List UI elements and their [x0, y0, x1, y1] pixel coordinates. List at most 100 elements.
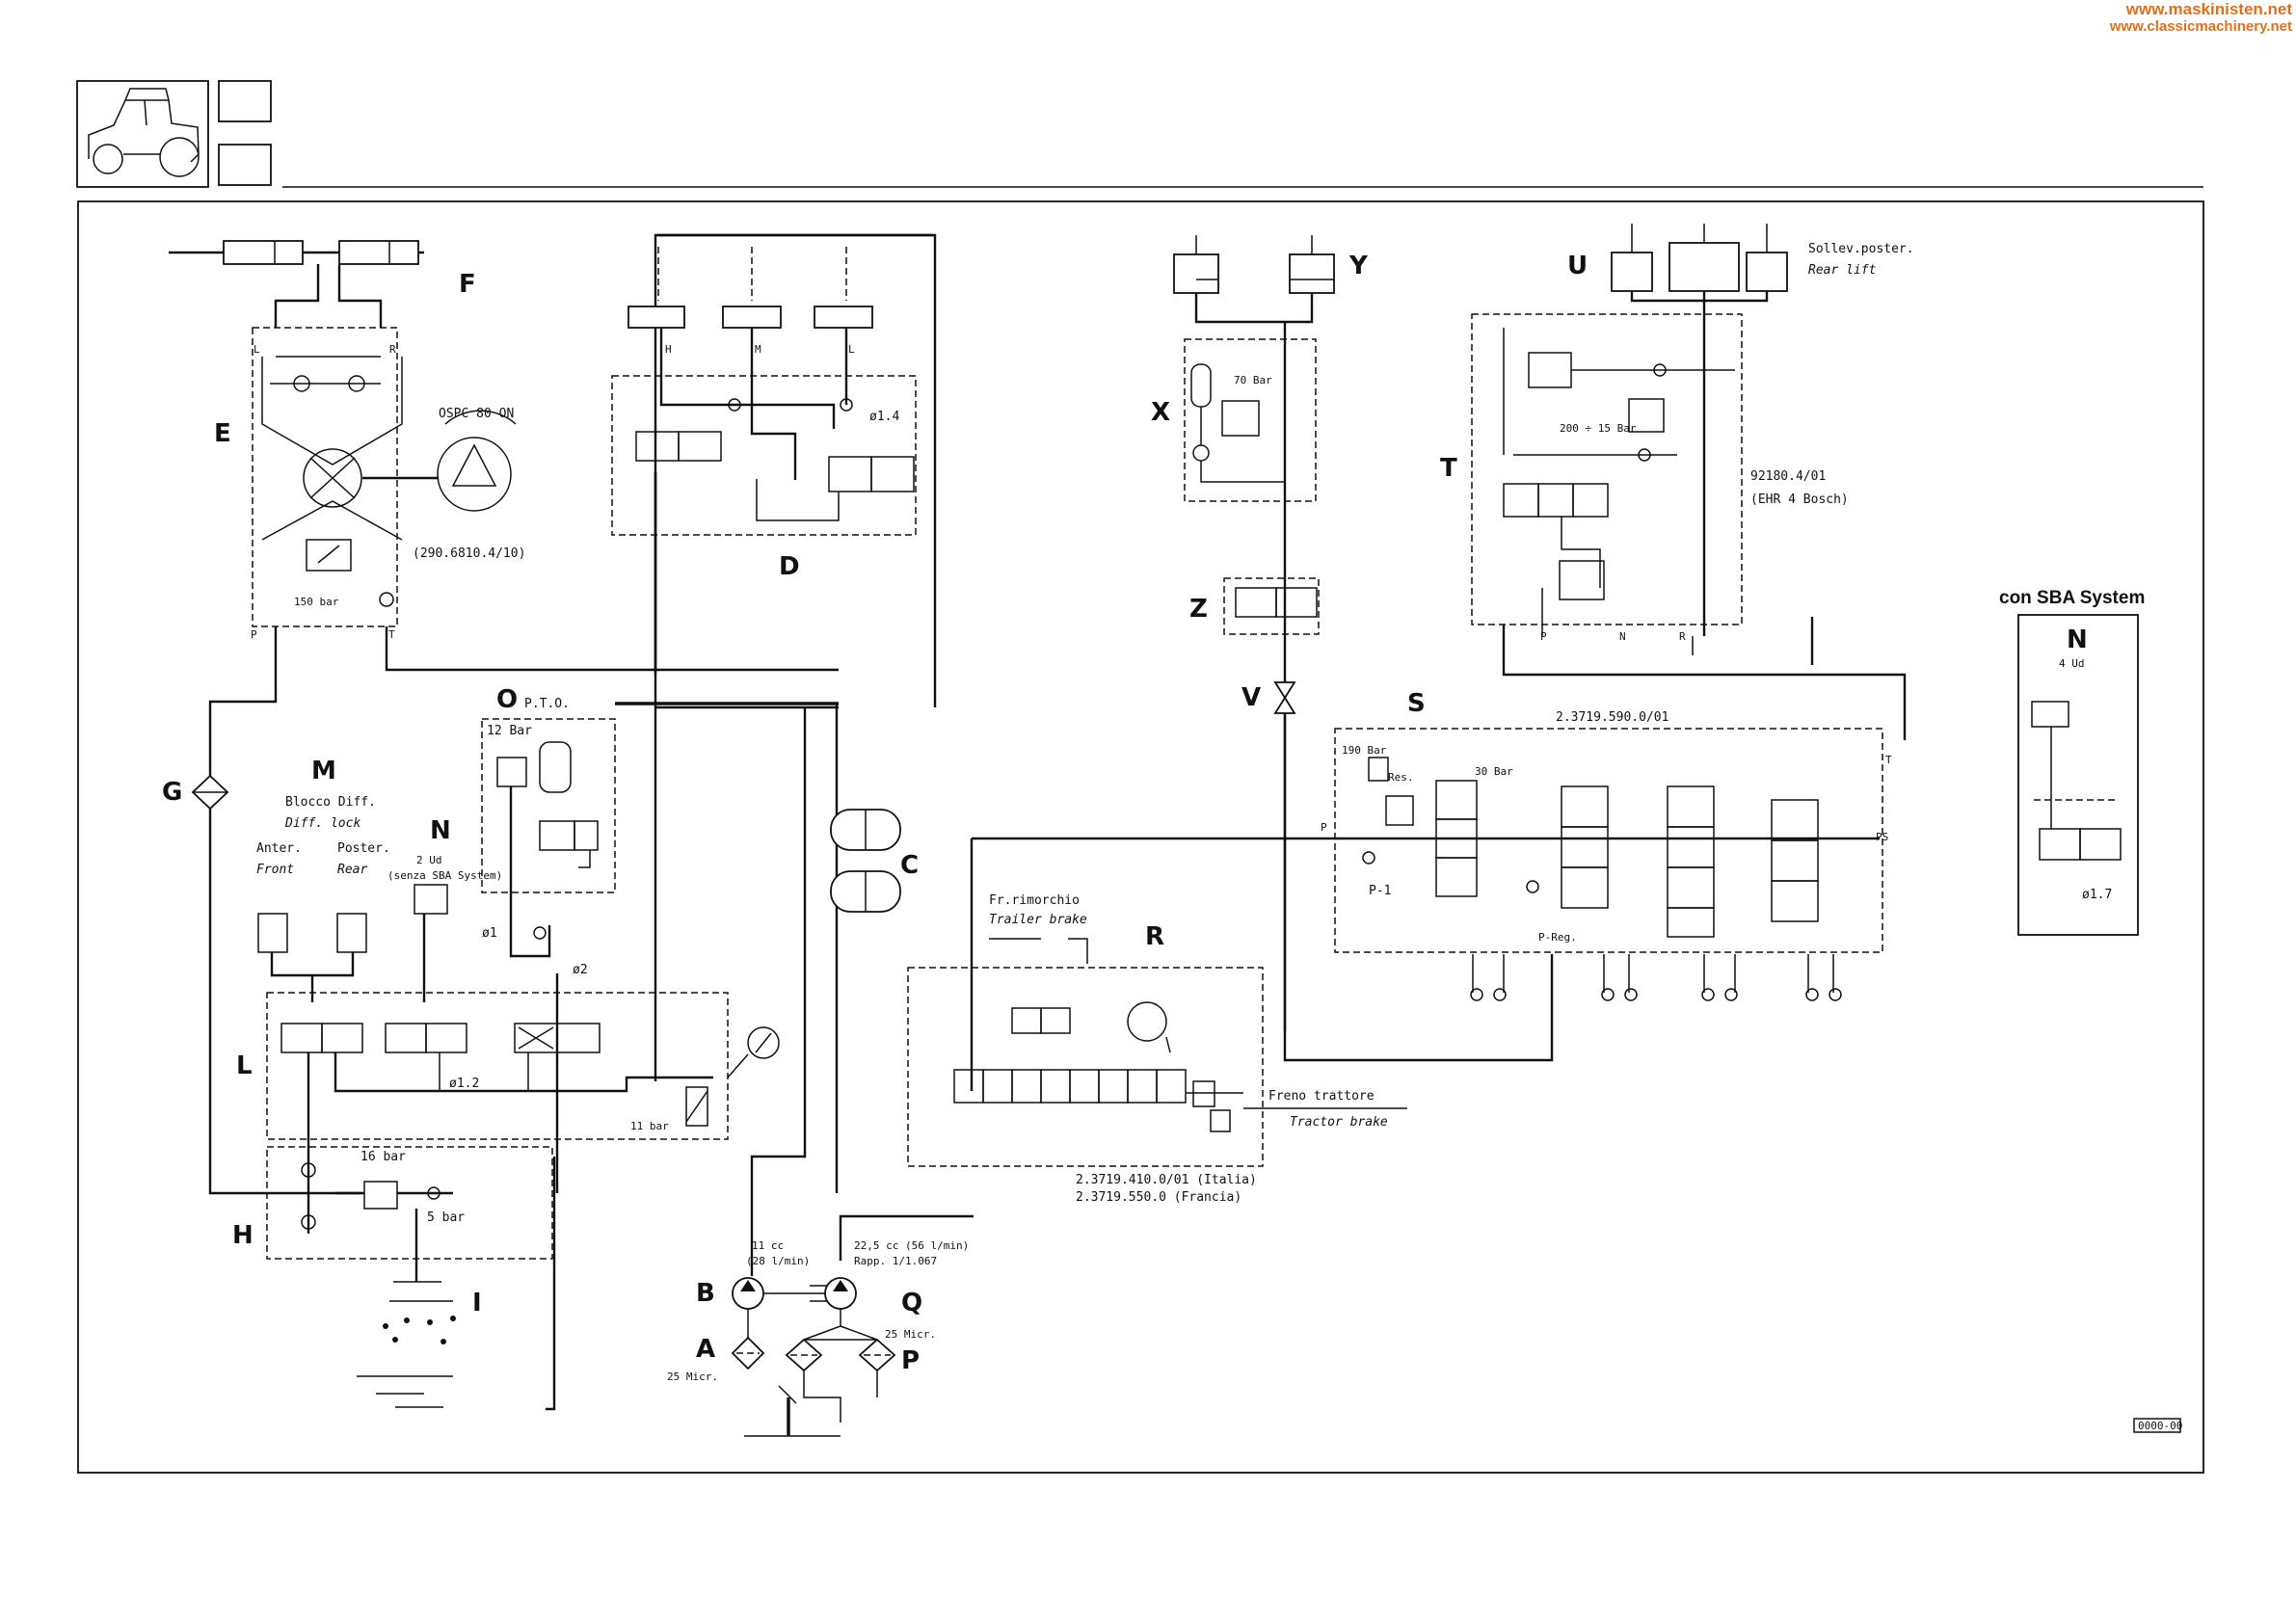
component-m-front-en: Front: [256, 863, 294, 877]
component-m-rear-en: Rear: [337, 863, 367, 877]
component-q-spec-1: 22,5 cc (56 l/min): [854, 1239, 969, 1252]
component-s-p1: P-1: [1369, 884, 1391, 898]
diagram-frame: [77, 200, 2204, 1474]
component-q-label: Q: [901, 1289, 922, 1317]
component-o-pto: P.T.O.: [524, 697, 570, 711]
component-e-port-t: T: [388, 628, 395, 641]
pipes-left: [208, 233, 937, 1195]
component-s-port-p: P: [1321, 821, 1327, 834]
component-y-label: Y: [1348, 252, 1369, 280]
component-m-title: Blocco Diff.: [285, 795, 376, 810]
watermark-line-1[interactable]: www.maskinisten.net: [2125, 0, 2293, 18]
component-r-tractor-en: Tractor brake: [1290, 1115, 1388, 1130]
component-s-port-ps: PS: [1876, 831, 1888, 843]
component-t-label: T: [1440, 454, 1457, 483]
component-t-port-r: R: [1679, 630, 1686, 643]
component-a-label: A: [696, 1335, 715, 1364]
component-o-pto-valve: O P.T.O. 12 Bar ø1 ø2: [481, 685, 616, 977]
component-z-valve: Z: [1189, 577, 1320, 635]
component-e-port-l: L: [254, 343, 260, 356]
component-z-label: Z: [1189, 595, 1208, 624]
tractor-icon: [88, 88, 200, 177]
component-m-front-it: Anter.: [256, 841, 302, 856]
component-e-port-p: P: [251, 628, 257, 641]
component-m-diff-lock: M Blocco Diff. Diff. lock Anter. Front P…: [256, 757, 390, 1002]
component-c-accumulators: C: [830, 809, 919, 913]
component-h-valve-1: 16 bar: [360, 1150, 406, 1164]
pipes-central: [546, 472, 839, 1411]
component-s-p30: 30 Bar: [1475, 765, 1513, 778]
component-r-trailer-en: Trailer brake: [989, 913, 1087, 927]
component-p-filter: 25 Micr.: [885, 1328, 936, 1341]
component-d-port-h: H: [665, 343, 672, 356]
component-s-preg: P-Reg.: [1538, 931, 1577, 944]
sba-title: con SBA System: [1999, 588, 2145, 608]
component-m-subtitle: Diff. lock: [284, 816, 360, 831]
component-e-osp: OSPC 80 ON: [439, 407, 514, 421]
component-e-relief: 150 bar: [294, 596, 339, 608]
sba-letter: N: [2067, 625, 2088, 654]
component-x-pressure: 70 Bar: [1234, 374, 1272, 386]
component-r-part-1: 2.3719.410.0/01 (Italia): [1076, 1173, 1257, 1187]
component-t-part: 92180.4/01: [1750, 469, 1826, 484]
component-l-label: L: [236, 1051, 253, 1080]
drawing-stamp-code: 0000-00: [2138, 1420, 2182, 1432]
watermark-line-2[interactable]: www.classicmachinery.net: [2109, 18, 2292, 35]
component-s-part: 2.3719.590.0/01: [1556, 710, 1669, 725]
component-u-label: U: [1567, 252, 1588, 280]
component-a-filter: 25 Micr.: [667, 1370, 718, 1383]
component-t-port-n: N: [1619, 630, 1626, 643]
component-q-spec-2: Rapp. 1/1.067: [854, 1255, 937, 1267]
component-r-part-2: 2.3719.550.0 (Francia): [1076, 1190, 1241, 1205]
component-d-remote-valves: H M L ø1.4 D: [611, 233, 933, 675]
component-d-port-l: L: [848, 343, 855, 356]
component-m-label: M: [311, 757, 336, 785]
component-u-en: Rear lift: [1808, 263, 1877, 278]
component-g-cooler: G: [162, 774, 229, 811]
component-i-label: I: [472, 1289, 482, 1317]
sba-units: 4 Ud: [2059, 657, 2085, 670]
component-n-diff-lock-valve: N 2 Ud (senza SBA System): [387, 816, 502, 1002]
component-t-lift-valve: T 92180.4/01 (EHR 4 Bosch) 200 ÷ 15 Bar …: [1440, 313, 1849, 655]
component-r-label: R: [1145, 922, 1164, 951]
component-n-label: N: [430, 816, 451, 845]
component-l-relief: 11 bar: [630, 1120, 669, 1132]
component-e-port-r: R: [389, 343, 396, 356]
header: [76, 80, 2203, 188]
sba-system-box: con SBA System N 4 Ud ø1.7: [1999, 588, 2145, 936]
component-u-rear-lift: U Sollev.poster. Rear lift: [1567, 224, 1914, 636]
pumps-and-filters: 11 cc (28 l/min) B 22,5 cc (56 l/min) Ra…: [667, 1214, 974, 1437]
component-c-label: C: [900, 851, 919, 880]
component-o-pressure: 12 Bar: [487, 724, 532, 738]
component-b-spec-2: (28 l/min): [746, 1255, 810, 1267]
drawing-stamp: 0000-00: [2133, 1418, 2182, 1433]
component-d-port-m: M: [755, 343, 761, 356]
component-t-relief: 200 ÷ 15 Bar: [1560, 422, 1637, 435]
component-v-label: V: [1241, 683, 1261, 712]
pipes-right: [1272, 617, 1907, 1062]
sba-restrictor: ø1.7: [2082, 888, 2112, 902]
header-box-1: [218, 80, 272, 122]
component-t-note: (EHR 4 Bosch): [1750, 492, 1849, 507]
component-h-pressure-valves: 16 bar 5 bar H: [232, 1146, 553, 1282]
component-l-valve-bank: ø1.2 11 bar L: [236, 992, 780, 1193]
component-e-steering-unit: L R OSPC 80 ON (290.6810.4/10) 150 bar P…: [214, 327, 525, 641]
component-u-it: Sollev.poster.: [1808, 242, 1914, 256]
header-icon-box: [76, 80, 209, 188]
component-n-units: 2 Ud: [416, 854, 442, 866]
component-i-lubrication: I: [357, 1281, 482, 1408]
component-b-spec-1: 11 cc: [752, 1239, 784, 1252]
component-s-control-valves: S 2.3719.590.0/01 190 Bar 30 Bar Res. P-…: [1321, 689, 1892, 1001]
component-x-label: X: [1151, 398, 1170, 427]
component-t-port-p: P: [1540, 630, 1547, 643]
component-e-part: (290.6810.4/10): [413, 546, 525, 561]
component-d-restrictor: ø1.4: [869, 410, 899, 424]
component-m-rear-it: Poster.: [337, 841, 390, 856]
component-v-tap: V: [1241, 681, 1296, 714]
component-h-label: H: [232, 1221, 254, 1250]
component-f-label: F: [459, 270, 476, 299]
component-d-label: D: [779, 552, 800, 581]
component-o-label: O: [496, 685, 518, 714]
component-s-p190: 190 Bar: [1342, 744, 1387, 757]
